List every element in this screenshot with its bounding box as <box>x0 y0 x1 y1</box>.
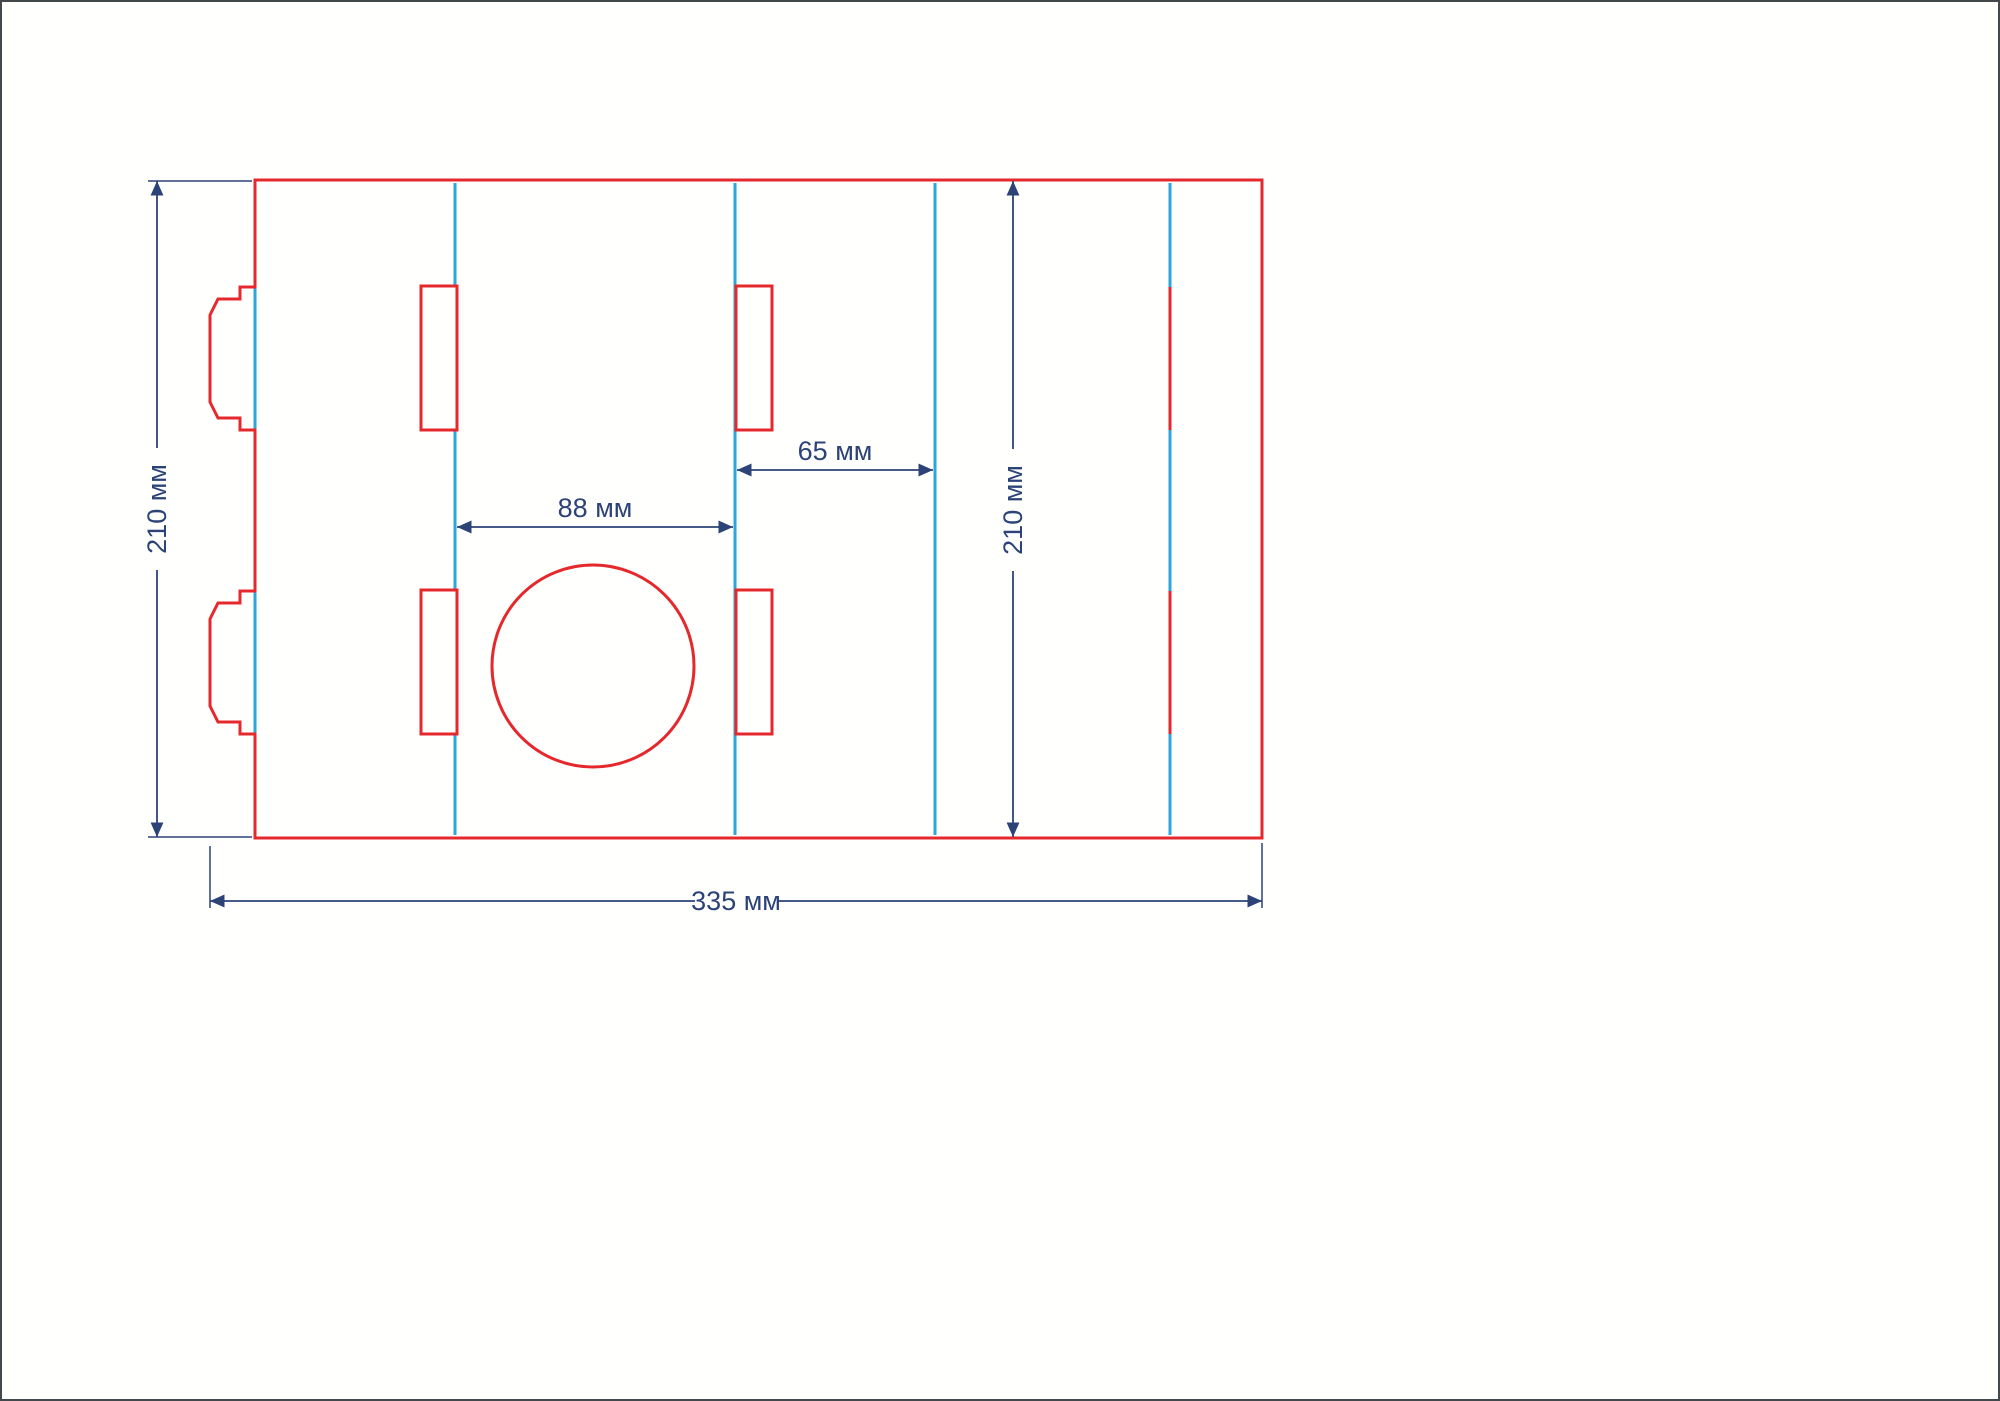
slot-bottom-left <box>419 588 459 736</box>
dimension-label-width-inner: 88 мм <box>558 493 633 523</box>
slot-top-left <box>419 284 459 432</box>
dimension-label-height-left: 210 мм <box>142 464 172 554</box>
slot-bottom-right <box>734 588 774 736</box>
dimension-label-width-side: 65 мм <box>798 436 873 466</box>
dimension-label-height-right: 210 мм <box>998 465 1028 555</box>
dimension-label-width-total: 335 мм <box>691 886 781 916</box>
slot-top-right <box>734 284 774 432</box>
dimension-width-inner: 88 мм <box>457 493 733 534</box>
dimension-height-right: 210 мм <box>998 181 1028 837</box>
dimension-width-total: 335 мм <box>209 843 1263 916</box>
finger-hole-cutout <box>490 563 696 769</box>
dimension-width-side: 65 мм <box>737 436 933 477</box>
cut-outline <box>208 178 1264 840</box>
fold-lines <box>253 183 1172 835</box>
dimension-height-left: 210 мм <box>142 180 252 838</box>
slot-cutouts <box>419 284 774 736</box>
